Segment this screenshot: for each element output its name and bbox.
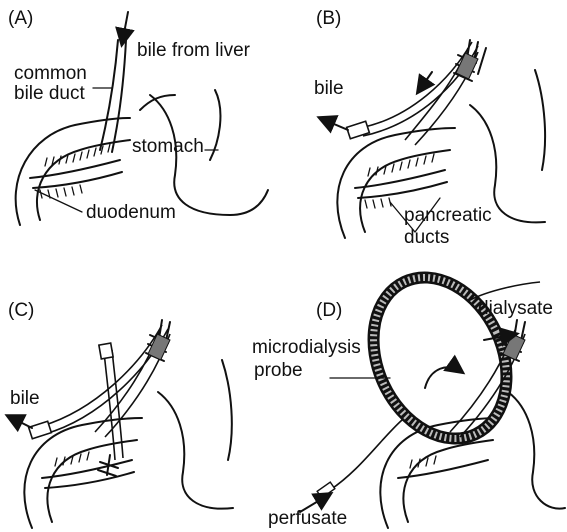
panel-c-drawing (8, 320, 233, 528)
panel-d-stomach (508, 392, 565, 509)
panel-b-villi-lower (365, 198, 391, 208)
panel-a-leader-duodenum (35, 190, 82, 212)
label-pancreatic: pancreatic (404, 205, 492, 227)
label-bile-duct: bile duct (14, 83, 85, 105)
label-duodenum: duodenum (86, 202, 176, 224)
panel-c-duodenum-lower2 (45, 472, 134, 488)
panel-a-bile-duct-right (112, 40, 126, 152)
panel-a-letter: (A) (8, 8, 33, 30)
label-perfusate: perfusate (268, 508, 347, 530)
label-probe: probe (254, 360, 303, 382)
panel-c-catheter (42, 325, 162, 426)
panel-b-flow-arrow (418, 72, 432, 92)
panel-b-duodenum-lower2 (358, 182, 447, 198)
label-ducts: ducts (404, 227, 449, 249)
panel-a-duodenum-lower2 (33, 172, 122, 188)
label-bile-b: bile (314, 78, 344, 100)
panel-c-vertical-tube-tip (99, 343, 113, 359)
panel-c-stomach-right (222, 360, 232, 460)
panel-c-catheter-tip (29, 421, 52, 439)
label-microdialysis: microdialysis (252, 337, 361, 359)
label-bile-c: bile (10, 388, 40, 410)
panel-b-catheter-tip (347, 121, 370, 139)
panel-d-villi (410, 456, 436, 468)
label-dialysate: dialysate (478, 298, 553, 320)
label-stomach: stomach (132, 136, 204, 158)
panel-d-probe-loop-outer (348, 256, 531, 461)
label-common: common (14, 63, 87, 85)
panel-d-duodenum-inner (403, 440, 493, 522)
panel-b-suture-knot (456, 53, 478, 79)
panel-c-letter: (C) (8, 300, 34, 322)
label-bile-from-liver: bile from liver (137, 40, 250, 62)
panel-c-bile-arrow (8, 416, 32, 428)
panel-b-letter: (B) (316, 8, 341, 30)
panel-b-bile-arrow (320, 118, 348, 130)
panel-c-suture-knot (148, 334, 170, 360)
panel-d-rotation-arrow (425, 367, 462, 388)
panel-b-catheter (360, 42, 472, 128)
panel-c-stomach (158, 392, 233, 509)
panel-c-duodenum-inner (47, 440, 137, 522)
panel-c-villi (55, 452, 89, 466)
panel-d-letter: (D) (316, 300, 342, 322)
panel-b-stomach-right (535, 70, 545, 170)
panel-b-villi (368, 154, 434, 176)
panel-d-drawing (300, 256, 565, 528)
panel-a-bile-arrow (122, 12, 128, 44)
panel-d-suture-knot (503, 334, 525, 360)
